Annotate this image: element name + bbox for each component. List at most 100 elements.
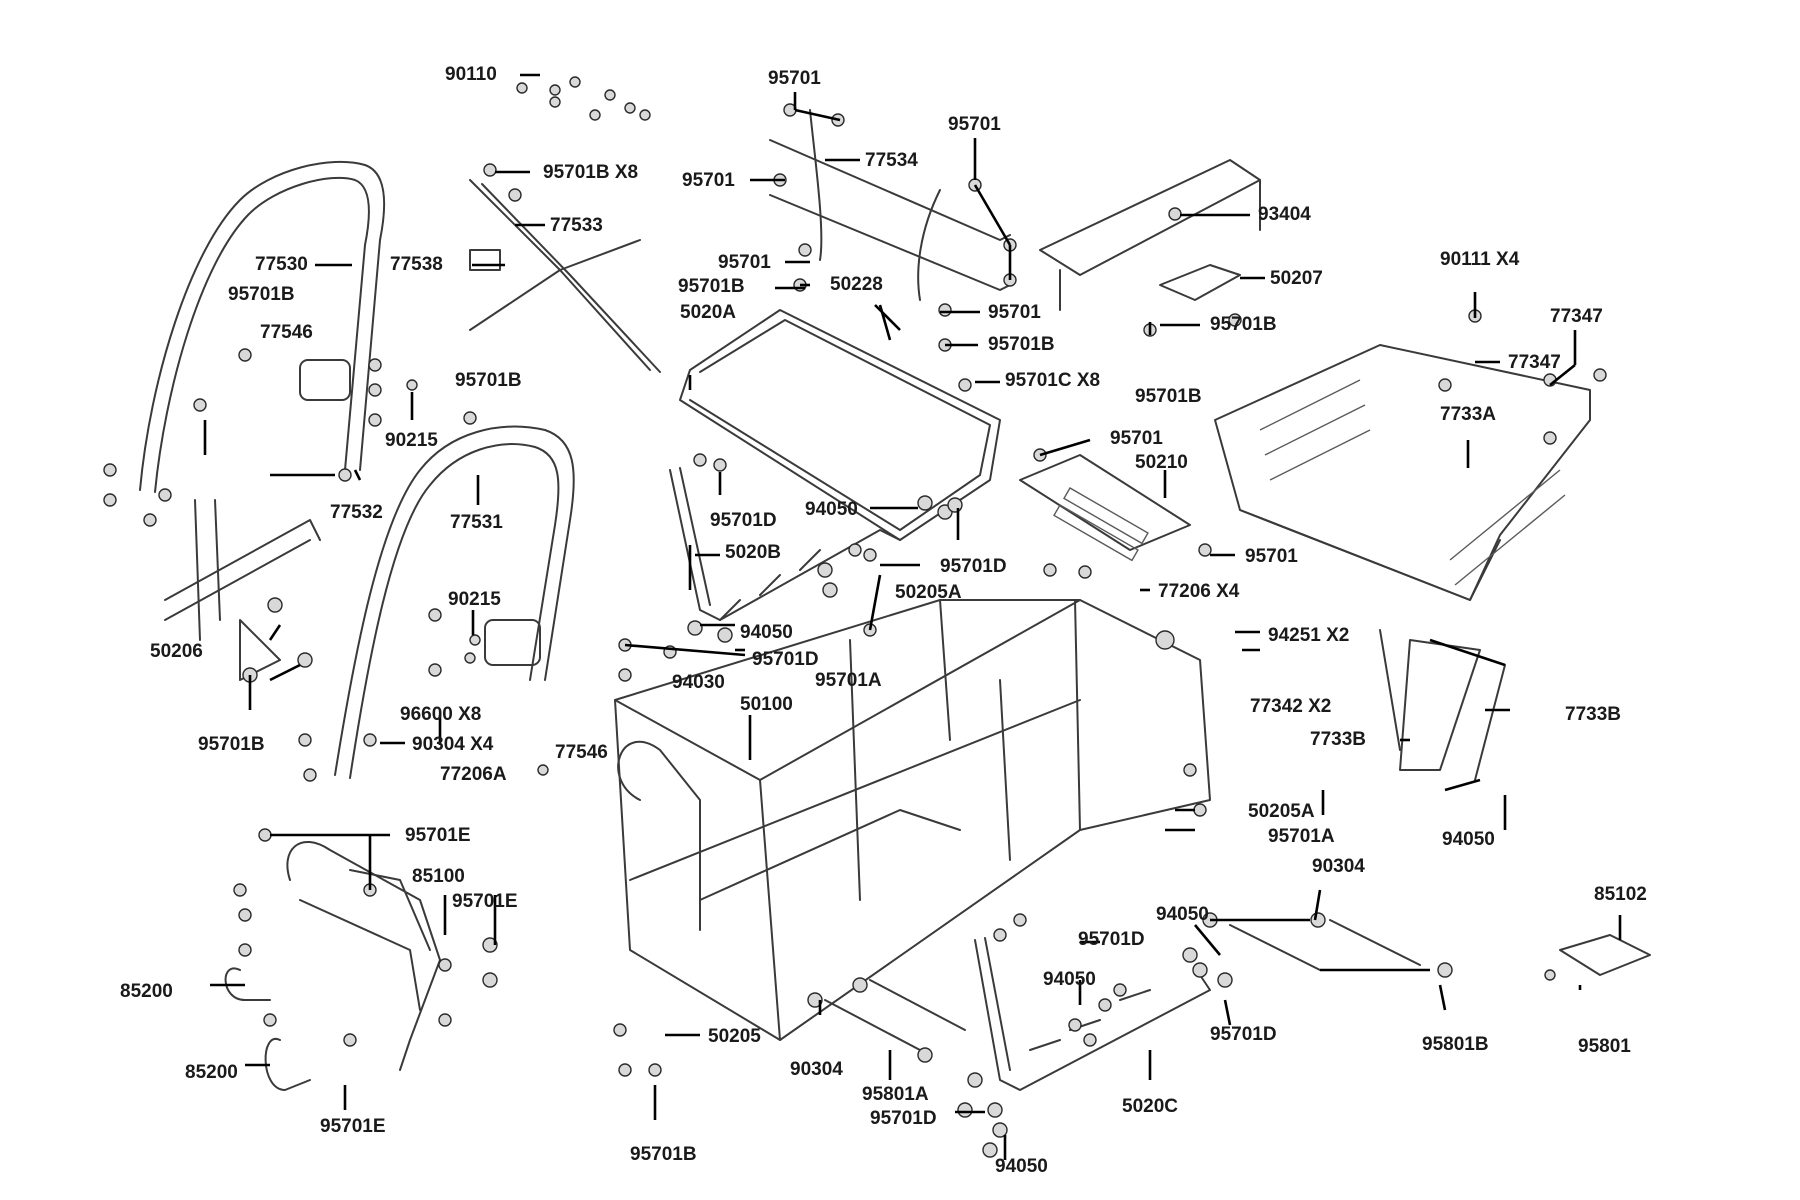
label-95701D-e: 95701D bbox=[1210, 1024, 1277, 1045]
label-90215-b: 90215 bbox=[448, 589, 501, 610]
label-90111-x4: 90111 X4 bbox=[1440, 249, 1520, 270]
label-95701-d: 95701 bbox=[1110, 428, 1163, 449]
label-95701E-c: 95701E bbox=[320, 1116, 386, 1137]
label-7733B-a: 7733B bbox=[1310, 729, 1366, 750]
label-77546-a: 77546 bbox=[260, 322, 313, 343]
label-95701A-b: 95701A bbox=[1268, 826, 1335, 847]
label-85100: 85100 bbox=[412, 866, 465, 887]
label-50100: 50100 bbox=[740, 694, 793, 715]
label-50228: 50228 bbox=[830, 274, 883, 295]
label-77347-mid: 77347 bbox=[1508, 352, 1561, 373]
label-90304-x4: 90304 X4 bbox=[412, 734, 494, 755]
label-90110: 90110 bbox=[445, 64, 497, 85]
label-95801A: 95801A bbox=[862, 1084, 929, 1105]
bumper-85100 bbox=[286, 840, 441, 1071]
label-95701B-a: 95701B bbox=[678, 276, 745, 297]
label-95701-mid: 95701 bbox=[682, 170, 735, 191]
label-94251-x2: 94251 X2 bbox=[1268, 625, 1349, 646]
label-94050-f: 94050 bbox=[995, 1156, 1048, 1177]
label-95701B-h: 95701B bbox=[630, 1144, 697, 1165]
label-90304-b: 90304 bbox=[790, 1059, 843, 1080]
label-7733B-b: 7733B bbox=[1565, 704, 1621, 725]
label-85200-b: 85200 bbox=[185, 1062, 238, 1083]
bracket-85102 bbox=[1559, 934, 1651, 976]
label-95701D-a: 95701D bbox=[710, 510, 777, 531]
label-95801B: 95801B bbox=[1422, 1034, 1489, 1055]
label-95701D-b: 95701D bbox=[940, 556, 1007, 577]
label-95701B-f: 95701B bbox=[1135, 386, 1202, 407]
part-labels: 90110 95701 95701 95701B X8 77534 95701 … bbox=[120, 64, 1647, 1177]
label-95701A-a: 95701A bbox=[815, 670, 882, 691]
label-96600-x8: 96600 X8 bbox=[400, 704, 481, 725]
label-94030: 94030 bbox=[672, 672, 725, 693]
label-77532: 77532 bbox=[330, 502, 383, 523]
long-bolt-95801A-2 bbox=[869, 979, 966, 1031]
label-95701-top: 95701 bbox=[768, 68, 821, 89]
label-95701B-g: 95701B bbox=[198, 734, 265, 755]
label-95701B-e: 95701B bbox=[455, 370, 522, 391]
label-90304-a: 90304 bbox=[1312, 856, 1365, 877]
label-77533: 77533 bbox=[550, 215, 603, 236]
bracket-50207 bbox=[1159, 264, 1241, 301]
label-94050-a: 94050 bbox=[805, 499, 858, 520]
label-93404: 93404 bbox=[1258, 204, 1311, 225]
label-77546-b: 77546 bbox=[555, 742, 608, 763]
label-50210: 50210 bbox=[1135, 452, 1188, 473]
strut-link-94050 bbox=[1399, 639, 1481, 771]
sub-frame-5020B bbox=[669, 467, 901, 621]
strut-7733B-left bbox=[1379, 629, 1401, 751]
label-85200-a: 85200 bbox=[120, 981, 173, 1002]
label-95701B-x8: 95701B X8 bbox=[543, 162, 638, 183]
label-50207: 50207 bbox=[1270, 268, 1323, 289]
label-94050-d: 94050 bbox=[1156, 904, 1209, 925]
label-95701E-b: 95701E bbox=[452, 891, 518, 912]
label-95701D-d: 95701D bbox=[1078, 929, 1145, 950]
label-77347-top: 77347 bbox=[1550, 306, 1603, 327]
label-95701-c: 95701 bbox=[988, 302, 1041, 323]
label-94050-e: 94050 bbox=[1043, 969, 1096, 990]
cross-brace-77533 bbox=[469, 179, 661, 373]
label-95701B-c: 95701B bbox=[228, 284, 295, 305]
label-77342-x2: 77342 X2 bbox=[1250, 696, 1331, 717]
label-95701B-d: 95701B bbox=[988, 334, 1055, 355]
label-5020B: 5020B bbox=[725, 542, 781, 563]
label-5020A: 5020A bbox=[680, 302, 736, 323]
strut-7733B-right bbox=[1474, 664, 1506, 781]
sub-frame-5020A bbox=[679, 309, 1001, 541]
label-95701-right: 95701 bbox=[948, 114, 1001, 135]
main-frame-50100 bbox=[614, 599, 1211, 1041]
label-94050-c: 94050 bbox=[1442, 829, 1495, 850]
long-bolt-95801A-1 bbox=[824, 999, 921, 1051]
bumper-85200-lower bbox=[264, 1037, 311, 1091]
label-77538: 77538 bbox=[390, 254, 443, 275]
label-94050-b: 94050 bbox=[740, 622, 793, 643]
label-95701-b: 95701 bbox=[718, 252, 771, 273]
fasteners bbox=[103, 76, 1607, 1158]
label-77534: 77534 bbox=[865, 150, 918, 171]
cargo-box-7733A bbox=[1214, 344, 1591, 601]
side-frame-50206 bbox=[164, 499, 321, 681]
label-77206-x4: 77206 X4 bbox=[1158, 581, 1240, 602]
label-50206: 50206 bbox=[150, 641, 203, 662]
roll-bar-77531 bbox=[334, 425, 575, 779]
label-90215-a: 90215 bbox=[385, 430, 438, 451]
label-77530: 77530 bbox=[255, 254, 308, 275]
label-95701D-c: 95701D bbox=[752, 649, 819, 670]
label-5020C: 5020C bbox=[1122, 1096, 1178, 1117]
label-50205A-a: 50205A bbox=[895, 582, 962, 603]
label-95801: 95801 bbox=[1578, 1036, 1631, 1057]
label-95701D-f: 95701D bbox=[870, 1108, 937, 1129]
label-85102: 85102 bbox=[1594, 884, 1647, 905]
label-77206A: 77206A bbox=[440, 764, 507, 785]
label-95701B-b: 95701B bbox=[1210, 314, 1277, 335]
label-95701E-a: 95701E bbox=[405, 825, 471, 846]
label-95701-e: 95701 bbox=[1245, 546, 1298, 567]
roll-bar-77530 bbox=[139, 161, 386, 493]
leader-lines bbox=[203, 73, 1622, 1160]
label-50205A-b: 50205A bbox=[1248, 801, 1315, 822]
long-bolt-95801B-1 bbox=[1229, 924, 1321, 971]
label-77531: 77531 bbox=[450, 512, 503, 533]
long-bolt-95801B-2 bbox=[1329, 919, 1421, 966]
label-7733A: 7733A bbox=[1440, 404, 1496, 425]
label-50205: 50205 bbox=[708, 1026, 761, 1047]
